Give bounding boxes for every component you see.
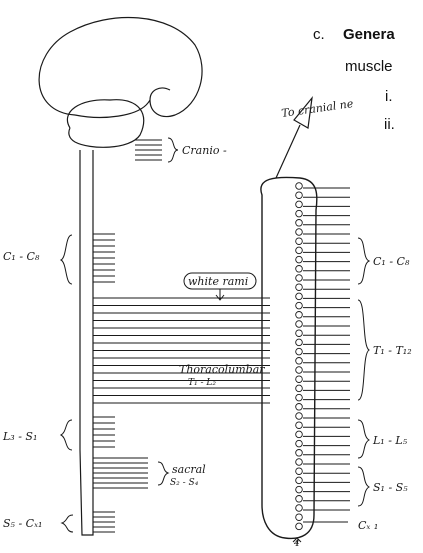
small-number-label: 4	[293, 539, 300, 548]
ganglion	[296, 459, 303, 466]
ganglion	[296, 321, 303, 328]
ganglion	[296, 201, 303, 208]
ganglion	[296, 238, 303, 245]
ganglion	[296, 358, 303, 365]
c1-c8-left-brace	[61, 235, 72, 284]
ganglion	[296, 440, 303, 447]
ganglion	[296, 339, 303, 346]
thoracolumbar-label: Thoracolumbar	[179, 363, 265, 376]
t1-t12-right-brace	[358, 300, 369, 400]
ganglion	[296, 312, 303, 319]
l1-l5-right-label: L₁ - L₅	[372, 434, 408, 447]
ganglion	[296, 210, 303, 217]
list-marker-ii: ii.	[384, 116, 395, 133]
ganglion	[296, 523, 303, 530]
body-line-fragment: muscle	[345, 58, 393, 75]
ganglion	[296, 404, 303, 411]
ganglion	[296, 284, 303, 291]
c1-c8-right-brace	[358, 238, 369, 284]
ganglion	[296, 450, 303, 457]
ganglion	[296, 229, 303, 236]
ganglion	[296, 275, 303, 282]
cranio-brace	[168, 138, 178, 162]
ganglion	[296, 183, 303, 190]
ganglion	[296, 413, 303, 420]
ganglion	[296, 376, 303, 383]
sacral-label: sacral	[172, 463, 206, 476]
ganglion	[296, 330, 303, 337]
t1-t12-right-label: T₁ - T₁₂	[373, 344, 412, 357]
ganglion	[296, 394, 303, 401]
s5-cx1-label: S₅ - Cₓ₁	[3, 517, 42, 530]
ganglion	[296, 486, 303, 493]
ganglion	[296, 256, 303, 263]
ganglion	[296, 422, 303, 429]
ganglion	[296, 302, 303, 309]
white-rami-lines	[93, 298, 270, 403]
to-cranial-label: To cranial ne	[281, 97, 355, 120]
spinal-nerve-lines	[93, 234, 148, 532]
list-marker-c: c.	[313, 26, 325, 43]
ganglion	[296, 468, 303, 475]
list-marker-i: i.	[385, 88, 393, 105]
s1-s5-right-brace	[358, 467, 369, 506]
s1-s5-right-label: S₁ - S₅	[373, 481, 408, 494]
ganglion	[296, 192, 303, 199]
ganglion	[296, 514, 303, 521]
ganglion	[296, 385, 303, 392]
l1-l5-right-brace	[358, 420, 369, 458]
ganglion	[296, 348, 303, 355]
cx1-right-label: Cₓ ₁	[358, 519, 378, 532]
l3-s1-left-brace	[61, 420, 72, 450]
sacral-sub-label: S₂ - S₄	[170, 478, 199, 488]
cerebellum-outline	[67, 100, 143, 148]
ganglia-chain	[296, 183, 303, 530]
cranio-label: Cranio -	[182, 144, 227, 157]
sacral-brace	[158, 462, 168, 485]
ganglion	[296, 293, 303, 300]
ganglion	[296, 266, 303, 273]
ganglion	[296, 477, 303, 484]
c1-c8-left-label: C₁ - C₈	[3, 250, 40, 263]
gray-rami-lines	[303, 188, 350, 522]
ganglion	[296, 367, 303, 374]
cerebrum-outline	[39, 17, 202, 117]
ganglion	[296, 220, 303, 227]
spinal-cord-outline	[80, 150, 93, 535]
l3-s1-left-label: L₃ - S₁	[2, 430, 37, 443]
ganglion	[296, 431, 303, 438]
white-rami-label: white rami	[188, 275, 248, 288]
ganglion	[296, 496, 303, 503]
heading-fragment: Genera	[343, 26, 395, 43]
thoracolumbar-sub-label: T₁ - L₂	[188, 378, 216, 388]
c1-c8-right-label: C₁ - C₈	[373, 255, 410, 268]
cranio-nerve-lines	[135, 140, 162, 160]
ganglion	[296, 505, 303, 512]
ganglion	[296, 247, 303, 254]
s5-cx1-left-brace	[62, 515, 73, 532]
